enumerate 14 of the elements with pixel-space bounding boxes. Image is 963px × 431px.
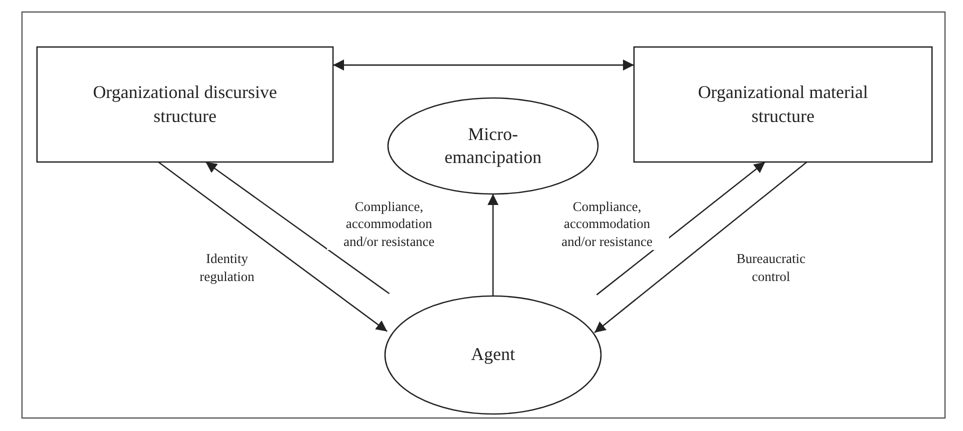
arrow: [333, 60, 634, 71]
node-text: Organizational discursive structure: [92, 81, 278, 128]
box-node: [37, 47, 333, 162]
arrow: [594, 162, 808, 334]
node-text: Organizational material structure: [696, 81, 870, 128]
arrow: [596, 161, 766, 296]
arrow: [205, 161, 390, 294]
ellipse-node: [385, 296, 601, 414]
arrow: [158, 161, 388, 332]
node-text: Agent: [471, 343, 515, 366]
node-text: Micro-emancipation: [444, 122, 542, 169]
ellipse-node: [388, 98, 598, 194]
box-node: [634, 47, 932, 162]
arrow: [488, 194, 498, 296]
